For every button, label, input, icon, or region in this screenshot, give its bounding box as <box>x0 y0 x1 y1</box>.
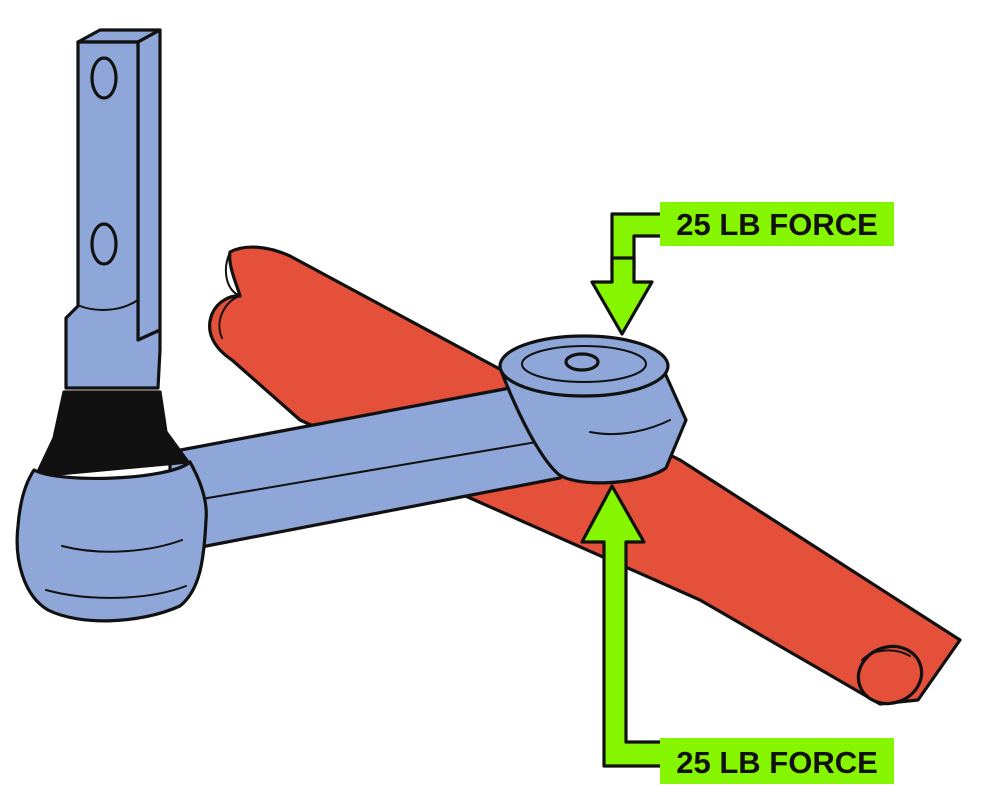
stem-hole-bottom <box>90 222 118 266</box>
top-force-label: 25 LB FORCE <box>676 207 878 242</box>
bottom-force-label: 25 LB FORCE <box>676 745 878 780</box>
bushing-nut <box>564 352 600 372</box>
stem-hole-top <box>90 56 118 100</box>
ball-joint-housing <box>15 460 208 623</box>
top-force-label-box <box>660 202 894 246</box>
ball-joint-boot <box>34 390 190 478</box>
bottom-force-callout: 25 LB FORCE <box>580 484 894 784</box>
shaft-end-cap <box>856 644 924 706</box>
bottom-force-label-box <box>660 738 894 784</box>
top-force-callout: 25 LB FORCE <box>590 202 894 336</box>
bushing-eye <box>498 334 688 485</box>
arm-stem <box>64 28 162 390</box>
down-arrow-icon <box>590 256 654 336</box>
